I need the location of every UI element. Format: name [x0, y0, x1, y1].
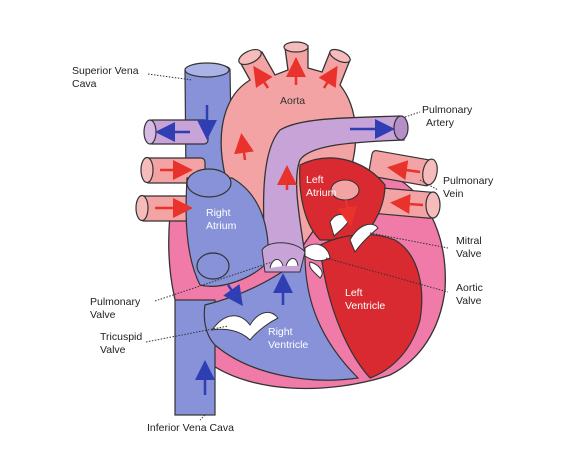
label-tricuspid-valve: Tricuspid Valve [100, 331, 145, 356]
label-inferior-vena-cava: Inferior Vena Cava [147, 422, 234, 434]
label-superior-vena-cava: Superior Vena Cava [72, 65, 141, 90]
label-pulmonary-valve: Pulmonary Valve [90, 296, 143, 321]
label-aortic-valve: Aortic Valve [456, 282, 486, 307]
label-pulmonary-artery: Pulmonary Artery [422, 104, 475, 129]
label-aorta: Aorta [280, 95, 305, 107]
label-right-atrium: Right Atrium [206, 207, 237, 232]
label-pulmonary-vein: Pulmonary Vein [443, 175, 496, 200]
label-mitral-valve: Mitral Valve [456, 235, 485, 260]
pulmonary-valve [262, 243, 305, 272]
